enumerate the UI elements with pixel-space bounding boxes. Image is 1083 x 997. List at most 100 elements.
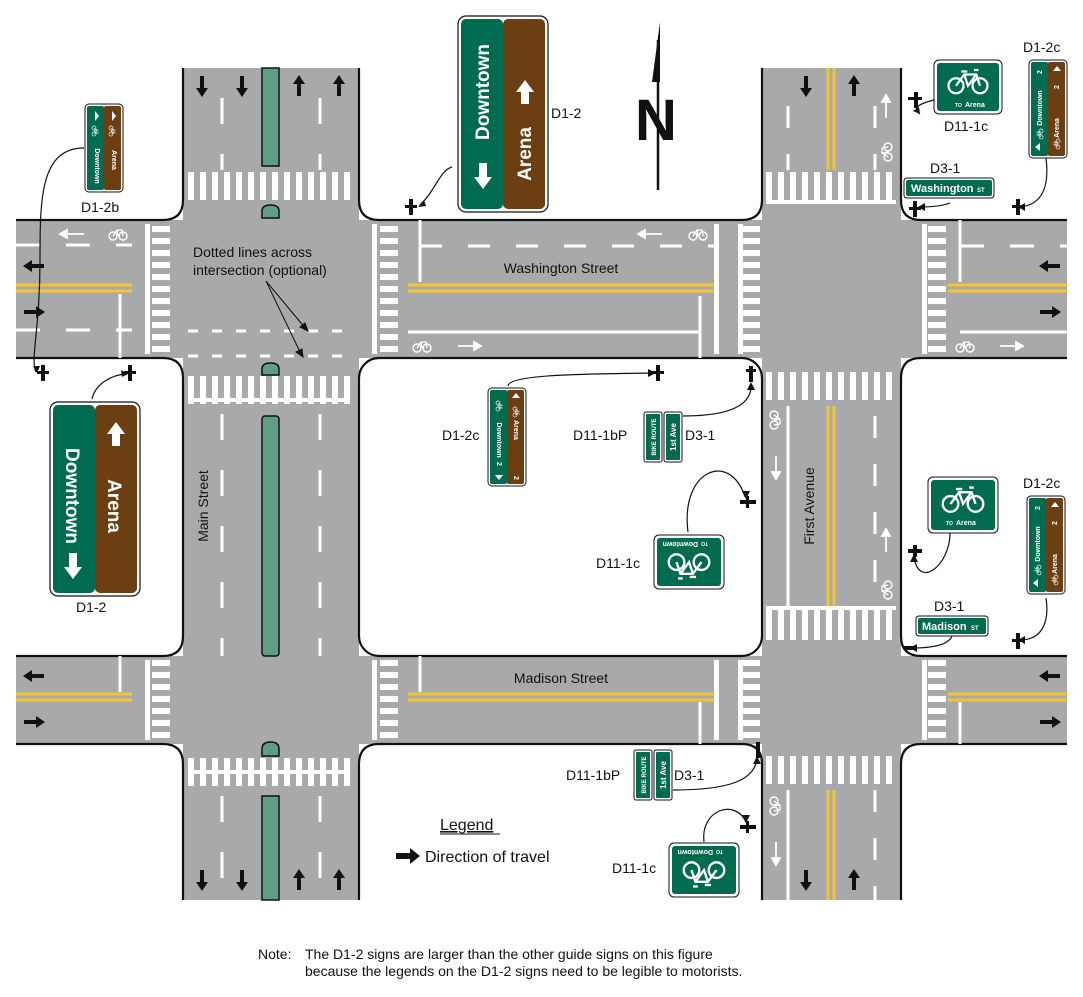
- bike-lane-arrows: [58, 93, 1025, 867]
- crosswalk-stripe: [272, 172, 278, 200]
- legend-direction-label: Direction of travel: [425, 849, 550, 866]
- crosswalk-stripe: [778, 610, 784, 640]
- crosswalk-stripe: [224, 376, 230, 404]
- main-street-median: [261, 67, 280, 901]
- crosswalk-stripe: [742, 310, 760, 316]
- crosswalk-stripe: [380, 660, 398, 666]
- crosswalk-stripe: [260, 172, 266, 200]
- lane-arrow-up-icon: [333, 75, 345, 96]
- crosswalk-stripe: [928, 322, 946, 328]
- crosswalk-stripe: [248, 172, 254, 200]
- lane-arrows: [23, 75, 1061, 891]
- crosswalk-stripe: [152, 346, 170, 352]
- crosswalk-stripe: [152, 274, 170, 280]
- north-arrow: N: [635, 22, 677, 190]
- sign-code-d11-1c-top: D11-1c: [944, 118, 988, 134]
- crosswalk-stripe: [874, 172, 880, 200]
- lane-arrow-left-icon: [1039, 670, 1060, 682]
- crosswalk-stripe: [886, 372, 892, 400]
- first-avenue-yellow-lines: [826, 68, 836, 900]
- crosswalk-stripe: [188, 758, 194, 786]
- crosswalk-stripe: [742, 684, 760, 690]
- lane-arrow-down-icon: [800, 76, 812, 97]
- figure-note: Note:The D1-2 signs are larger than the …: [258, 946, 898, 980]
- crosswalk-stripe: [380, 732, 398, 738]
- dotted-lines-callout-line1: Dotted lines across: [193, 244, 312, 260]
- crosswalk-stripe: [742, 696, 760, 702]
- crosswalk-stripe: [380, 310, 398, 316]
- sign-d11-1c-top: TO Arena: [933, 59, 1003, 115]
- crosswalk-stripe: [152, 720, 170, 726]
- svg-text:1st Ave: 1st Ave: [669, 423, 678, 451]
- crosswalk-stripe: [152, 238, 170, 244]
- sign-code-d11-1c-bottom: D11-1c: [612, 860, 656, 876]
- crosswalk-stripe: [152, 672, 170, 678]
- madison-yellow-lines: [16, 692, 1067, 702]
- lane-arrow-down-icon: [800, 870, 812, 891]
- svg-text:2: 2: [1035, 506, 1042, 510]
- crosswalk-stripe: [200, 376, 206, 404]
- crosswalk-stripe: [320, 376, 326, 404]
- crosswalk-stripe: [862, 756, 868, 784]
- sign-d1-2c-center: Downtown Arena 2 2: [487, 387, 527, 487]
- svg-text:Downtown: Downtown: [663, 540, 698, 547]
- svg-text:2: 2: [512, 476, 519, 480]
- sign-posts: [37, 92, 1024, 833]
- crosswalk-stripe: [296, 376, 302, 404]
- lane-arrow-down-icon: [236, 76, 248, 97]
- sign-d1-2c-right-mid: Downtown Arena 2 2: [1026, 495, 1066, 595]
- crosswalk-stripe: [380, 274, 398, 280]
- crosswalk-stripe: [874, 756, 880, 784]
- crosswalk-stripe: [742, 660, 760, 666]
- svg-text:Downtown: Downtown: [473, 44, 494, 140]
- crosswalk-stripe: [814, 756, 820, 784]
- lane-arrow-up-icon: [293, 75, 305, 96]
- crosswalk-stripe: [248, 376, 254, 404]
- crosswalk-stripe: [380, 238, 398, 244]
- crosswalk-stripe: [814, 610, 820, 640]
- sign-code-d1-2c-center: D1-2c: [442, 427, 479, 443]
- crosswalk-stripe: [838, 372, 844, 400]
- svg-text:Downtown: Downtown: [495, 422, 502, 457]
- crosswalk-stripe: [308, 758, 314, 786]
- crosswalk-stripe: [862, 610, 868, 640]
- svg-text:TO: TO: [946, 521, 953, 527]
- svg-text:BIKE ROUTE: BIKE ROUTE: [642, 756, 648, 793]
- crosswalk-stripe: [212, 376, 218, 404]
- crosswalk-stripe: [152, 226, 170, 232]
- crosswalk-stripe: [778, 172, 784, 200]
- svg-text:Arena: Arena: [103, 479, 124, 533]
- sign-code-d3-1-washington: D3-1: [930, 160, 961, 176]
- crosswalk-stripe: [766, 172, 772, 200]
- crosswalk-stripe: [742, 226, 760, 232]
- crosswalk-stripe: [838, 610, 844, 640]
- crosswalk-stripe: [344, 376, 350, 404]
- svg-text:2: 2: [495, 462, 502, 466]
- crosswalk-stripe: [212, 758, 218, 786]
- crosswalk-stripe: [928, 238, 946, 244]
- crosswalk-stripe: [928, 226, 946, 232]
- crosswalk-stripe: [188, 172, 194, 200]
- crosswalk-stripe: [838, 756, 844, 784]
- crosswalk-stripe: [152, 660, 170, 666]
- sign-d11-1bp-center: BIKE ROUTE 1st Ave: [643, 411, 683, 463]
- crosswalk-stripe: [742, 262, 760, 268]
- sign-leader-arrowheads: [33, 107, 1025, 823]
- svg-text:BIKE ROUTE: BIKE ROUTE: [652, 418, 658, 455]
- crosswalk-stripe: [332, 172, 338, 200]
- down-arrow-icon: [474, 163, 492, 189]
- crosswalk-stripe: [742, 708, 760, 714]
- crosswalk-stripe: [152, 696, 170, 702]
- madison-street-label: Madison Street: [514, 670, 608, 686]
- crosswalk-stripe: [742, 322, 760, 328]
- crosswalk-stripe: [380, 226, 398, 232]
- svg-text:Arena: Arena: [956, 520, 976, 527]
- crosswalk-stripe: [928, 274, 946, 280]
- down-arrow-icon: [64, 553, 82, 579]
- svg-text:Downtown: Downtown: [1037, 90, 1044, 125]
- up-arrow-icon: [107, 422, 125, 446]
- crosswalk-stripe: [826, 756, 832, 784]
- sign-code-d11-1bp-center: D11-1bP: [573, 427, 627, 443]
- lane-arrow-up-icon: [293, 869, 305, 890]
- crosswalk-stripe: [928, 672, 946, 678]
